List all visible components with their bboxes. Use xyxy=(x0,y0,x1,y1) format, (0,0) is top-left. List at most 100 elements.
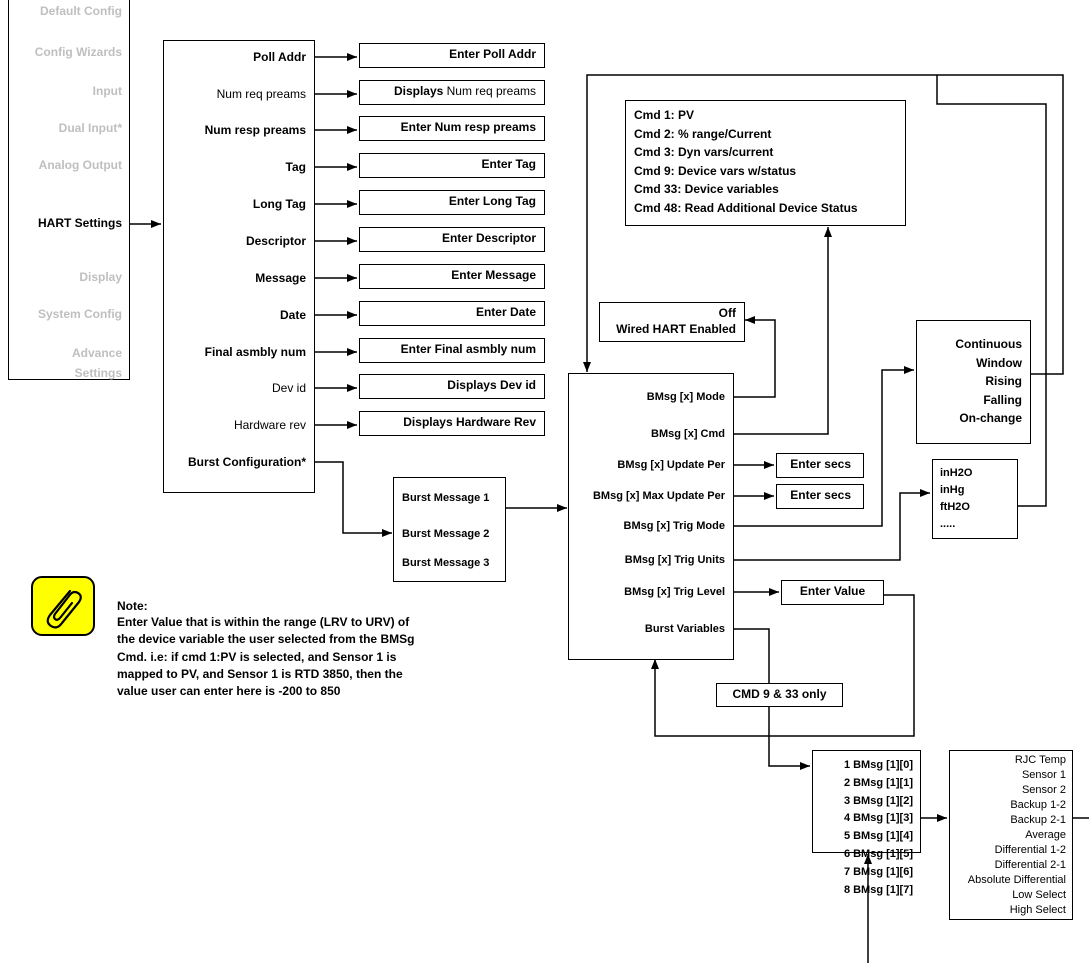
burst-var-item[interactable]: 3 BMsg [1][2] xyxy=(843,794,913,807)
bmsg-menu-item[interactable]: BMsg [x] Trig Level xyxy=(624,586,725,598)
hart-menu-item[interactable]: Hardware rev xyxy=(233,418,306,432)
main-menu-item[interactable]: Analog Output xyxy=(38,158,122,172)
main-menu-item[interactable]: Config Wizards xyxy=(34,45,122,59)
hart-settings-menu xyxy=(163,40,315,493)
bmsg-menu-item[interactable]: BMsg [x] Trig Mode xyxy=(623,520,725,532)
hart-field[interactable]: Displays Num req preams xyxy=(359,80,545,105)
hart-field[interactable]: Enter Tag xyxy=(359,153,545,178)
mode-option-wired-hart[interactable]: Wired HART Enabled xyxy=(616,322,736,336)
burst-messages-box xyxy=(393,477,506,582)
cmd-item[interactable]: Cmd 2: % range/Current xyxy=(634,126,772,141)
burst-var-item[interactable]: 1 BMsg [1][0] xyxy=(843,759,913,771)
trig-unit-item[interactable]: ..... xyxy=(940,518,956,530)
hart-menu-item[interactable]: Tag xyxy=(285,160,306,174)
main-menu-item[interactable]: Display xyxy=(79,270,122,284)
hart-menu-item[interactable]: Burst Configuration* xyxy=(188,455,306,469)
trig-mode-item[interactable]: Window xyxy=(976,355,1022,370)
trig-mode-item[interactable]: Falling xyxy=(983,392,1022,407)
cmd-item[interactable]: Cmd 48: Read Additional Device Status xyxy=(634,200,858,215)
burst-var-item[interactable]: 6 BMsg [1][5] xyxy=(843,848,913,860)
burst-var-item[interactable]: 4 BMsg [1][3] xyxy=(843,812,913,825)
note-line: Enter Value that is within the range (LR… xyxy=(117,615,410,629)
device-var-item[interactable]: High Select xyxy=(1009,904,1066,916)
trig-modes-box xyxy=(916,320,1031,444)
main-menu-item[interactable]: System Config xyxy=(37,307,122,321)
bmsg-menu-item[interactable]: BMsg [x] Mode xyxy=(646,391,725,403)
hart-field[interactable]: Displays Dev id xyxy=(359,374,545,399)
trig-mode-item[interactable]: Rising xyxy=(985,374,1022,388)
paperclip-icon xyxy=(30,575,96,637)
hart-menu-item[interactable]: Long Tag xyxy=(252,197,306,211)
note-line: mapped to PV, and Sensor 1 is RTD 3850, … xyxy=(117,666,403,681)
hart-field[interactable]: Enter Final asmbly num xyxy=(359,338,545,363)
hart-menu-item[interactable]: Poll Addr xyxy=(253,50,306,64)
bmsg-menu-item[interactable]: BMsg [x] Trig Units xyxy=(624,554,725,566)
hart-menu-item[interactable]: Message xyxy=(255,271,306,285)
max-update-per-field[interactable]: Enter secs xyxy=(776,484,864,509)
burst-var-item[interactable]: 2 BMsg [1][1] xyxy=(843,776,913,789)
hart-field[interactable]: Enter Poll Addr xyxy=(359,43,545,68)
trig-mode-item[interactable]: On-change xyxy=(959,411,1022,425)
cmd-list-box xyxy=(625,100,906,226)
hart-menu-item[interactable]: Num resp preams xyxy=(204,123,306,137)
trig-unit-item[interactable]: inH2O xyxy=(940,467,973,479)
note-line: value user can enter here is -200 to 850 xyxy=(117,684,341,699)
bmsg-menu-item[interactable]: Burst Variables xyxy=(644,623,725,635)
hart-field[interactable]: Enter Message xyxy=(359,264,545,289)
hart-field[interactable]: Enter Descriptor xyxy=(359,227,545,252)
bmsg-menu-item[interactable]: BMsg [x] Update Per xyxy=(617,459,725,471)
main-menu xyxy=(8,0,130,380)
hart-menu-item[interactable]: Dev id xyxy=(271,381,306,395)
main-menu-item[interactable]: Default Config xyxy=(40,4,122,18)
mode-option-off[interactable]: Off xyxy=(718,306,736,320)
trig-units-box xyxy=(932,459,1018,539)
burst-var-item[interactable]: 7 BMsg [1][6] xyxy=(843,865,913,878)
device-vars-box xyxy=(949,750,1073,920)
cmd-item[interactable]: Cmd 3: Dyn vars/current xyxy=(634,145,774,159)
device-var-item[interactable]: Differential 1-2 xyxy=(994,844,1066,856)
hart-menu-item[interactable]: Num req preams xyxy=(216,87,306,101)
device-var-item[interactable]: Average xyxy=(1025,829,1066,841)
hart-menu-item[interactable]: Descriptor xyxy=(245,234,306,248)
main-menu-item[interactable]: HART Settings xyxy=(38,216,122,230)
device-var-item[interactable]: Backup 2-1 xyxy=(1010,814,1066,826)
trig-mode-item[interactable]: Continuous xyxy=(955,337,1022,351)
update-per-field[interactable]: Enter secs xyxy=(776,453,864,478)
burst-var-item[interactable]: 8 BMsg [1][7] xyxy=(843,883,913,896)
main-menu-item[interactable]: Dual Input* xyxy=(58,121,122,135)
trig-level-field[interactable]: Enter Value xyxy=(781,580,884,605)
burst-message-item[interactable]: Burst Message 1 xyxy=(402,492,490,504)
device-var-item[interactable]: Low Select xyxy=(1012,889,1066,901)
bmsg-menu xyxy=(568,373,734,660)
burst-message-item[interactable]: Burst Message 3 xyxy=(402,557,490,569)
burst-message-item[interactable]: Burst Message 2 xyxy=(402,528,490,540)
burst-vars-box xyxy=(812,750,921,853)
hart-field[interactable]: Displays Hardware Rev xyxy=(359,411,545,436)
device-var-item[interactable]: Differential 2-1 xyxy=(994,859,1066,871)
hart-field[interactable]: Enter Num resp preams xyxy=(359,116,545,141)
main-menu-item[interactable]: Input xyxy=(92,84,122,98)
device-var-item[interactable]: Sensor 2 xyxy=(1021,784,1066,796)
cmd-item[interactable]: Cmd 33: Device variables xyxy=(634,182,779,196)
hart-field[interactable]: Enter Long Tag xyxy=(359,190,545,215)
cmd-only-label: CMD 9 & 33 only xyxy=(716,683,843,707)
hart-menu-item[interactable]: Final asmbly num xyxy=(204,345,306,359)
trig-unit-item[interactable]: inHg xyxy=(940,484,965,496)
device-var-item[interactable]: Backup 1-2 xyxy=(1010,799,1066,811)
device-var-item[interactable]: RJC Temp xyxy=(1014,754,1066,766)
cmd-item[interactable]: Cmd 9: Device vars w/status xyxy=(634,163,797,178)
device-var-item[interactable]: Absolute Differential xyxy=(967,874,1066,886)
hart-menu-item[interactable]: Date xyxy=(279,308,306,322)
burst-var-item[interactable]: 5 BMsg [1][4] xyxy=(843,830,913,843)
bmsg-menu-item[interactable]: BMsg [x] Cmd xyxy=(651,428,725,440)
note-line: Cmd. i.e: if cmd 1:PV is selected, and S… xyxy=(117,649,397,664)
note-title: Note: xyxy=(117,599,148,613)
cmd-item[interactable]: Cmd 1: PV xyxy=(634,108,695,122)
device-var-item[interactable]: Sensor 1 xyxy=(1021,769,1066,781)
trig-unit-item[interactable]: ftH2O xyxy=(940,501,970,513)
bmsg-menu-item[interactable]: BMsg [x] Max Update Per xyxy=(592,490,725,502)
hart-field[interactable]: Enter Date xyxy=(359,301,545,326)
mode-options-box xyxy=(599,302,745,342)
